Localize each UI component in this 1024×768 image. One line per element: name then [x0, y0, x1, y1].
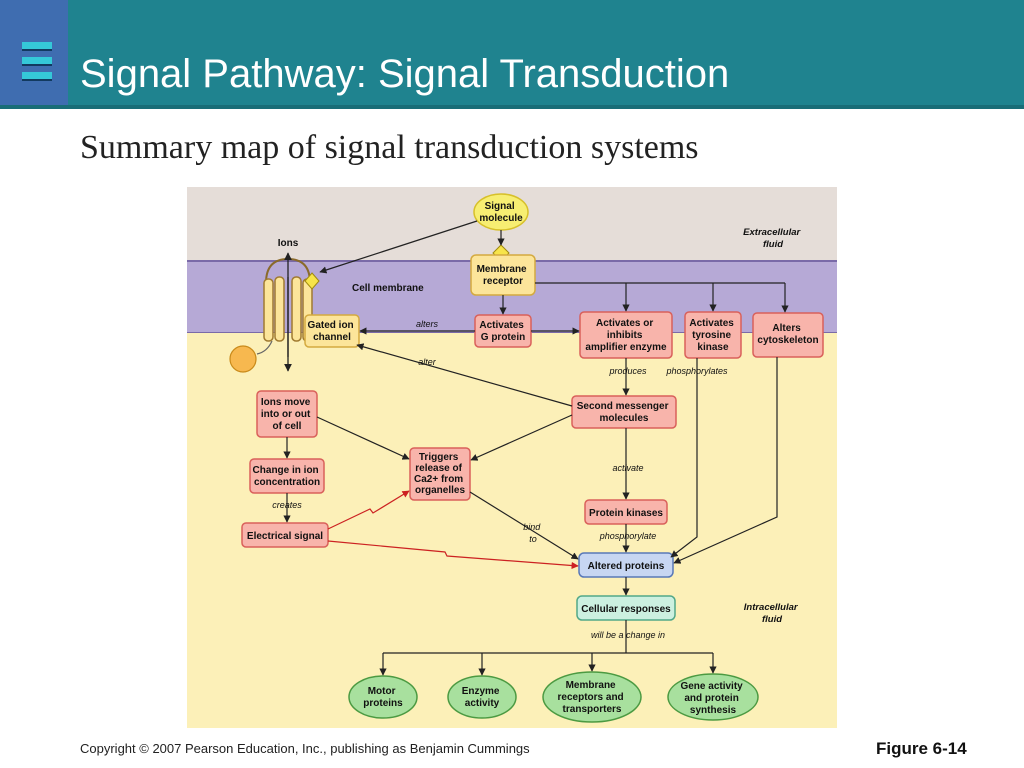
- amplifier-enzyme-label: Activates or inhibits amplifier enzyme: [585, 318, 667, 353]
- signal-molecule-node: [473, 193, 529, 231]
- electrical-arrows: [327, 490, 579, 570]
- tyrosine-kinase-node: [684, 311, 742, 359]
- edge-label-alter: alter: [418, 357, 437, 367]
- header-divider: [0, 105, 1024, 109]
- slide-logo-icon: [0, 0, 68, 105]
- edge-label-will-be-change: will be a change in: [591, 630, 665, 640]
- slide-header: Signal Pathway: Signal Transduction: [0, 0, 1024, 105]
- ions-label: Ions: [278, 238, 299, 249]
- edge-label-bind-to: bind to: [523, 522, 543, 544]
- edge-label-produces: produces: [608, 366, 647, 376]
- slide-subtitle: Summary map of signal transduction syste…: [80, 129, 699, 166]
- gated-ion-channel-node: [304, 314, 360, 348]
- motor-proteins-label: Motor proteins: [363, 686, 403, 709]
- logo-bar-icon: [22, 42, 52, 51]
- gene-activity-node: [667, 673, 759, 721]
- triggers-ca-release-label: Triggers release of Ca2+ from organelles: [414, 452, 466, 496]
- diagram-svg: Extracellular fluid Cell membrane Intrac…: [187, 187, 837, 728]
- extracellular-label: Extracellular fluid: [743, 227, 803, 250]
- electrical-signal-node: [241, 522, 329, 548]
- change-in-ion-label: Change in ion concentration: [253, 465, 322, 488]
- gated-ion-channel-label: Gated ion channel: [308, 320, 357, 343]
- triggers-ca-release-node: [409, 447, 471, 501]
- logo-bar-icon: [22, 57, 52, 66]
- second-messenger-label: Second messenger molecules: [577, 401, 672, 424]
- protein-kinases-label: Protein kinases: [589, 508, 663, 519]
- edge-label-phosphorylates: phosphorylates: [665, 366, 728, 376]
- edge-label-alters: alters: [416, 319, 439, 329]
- ions-move-label: Ions move into or out of cell: [261, 397, 313, 432]
- membrane-receptor-node: [470, 254, 536, 296]
- enzyme-activity-label: Enzyme activity: [462, 686, 503, 709]
- ion-channel-icon: [229, 252, 320, 373]
- motor-proteins-node: [348, 675, 418, 719]
- membrane-transporters-node: [542, 671, 642, 723]
- figure-label: Figure 6-14: [876, 739, 967, 758]
- edge-label-phosphorylate: phosphorylate: [599, 531, 657, 541]
- gene-activity-label: Gene activity and protein synthesis: [680, 681, 745, 716]
- alters-cytoskeleton-node: [752, 312, 824, 358]
- signal-transduction-diagram: Extracellular fluid Cell membrane Intrac…: [187, 187, 837, 728]
- activates-g-protein-label: Activates G protein: [479, 320, 526, 343]
- electrical-signal-label: Electrical signal: [247, 531, 323, 542]
- membrane-receptor-label: Membrane receptor: [477, 264, 530, 287]
- altered-proteins-label: Altered proteins: [588, 561, 665, 572]
- second-messenger-node: [571, 395, 677, 429]
- cellular-responses-label: Cellular responses: [581, 604, 671, 615]
- alters-cytoskeleton-label: Alters cytoskeleton: [757, 323, 818, 346]
- pathway-arrows: [283, 220, 789, 676]
- copyright-notice: Copyright © 2007 Pearson Education, Inc.…: [80, 741, 530, 756]
- cell-membrane-label: Cell membrane: [352, 283, 424, 294]
- tyrosine-kinase-label: Activates tyrosine kinase: [689, 318, 736, 353]
- edge-label-creates: creates: [272, 500, 302, 510]
- logo-bar-icon: [22, 72, 52, 81]
- signal-molecule-label: Signal molecule: [479, 201, 523, 224]
- intracellular-label: Intracellular fluid: [744, 602, 801, 625]
- slide-title: Signal Pathway: Signal Transduction: [80, 52, 730, 96]
- enzyme-activity-node: [447, 675, 517, 719]
- membrane-transporters-label: Membrane receptors and transporters: [558, 680, 627, 715]
- edge-label-activate: activate: [612, 463, 643, 473]
